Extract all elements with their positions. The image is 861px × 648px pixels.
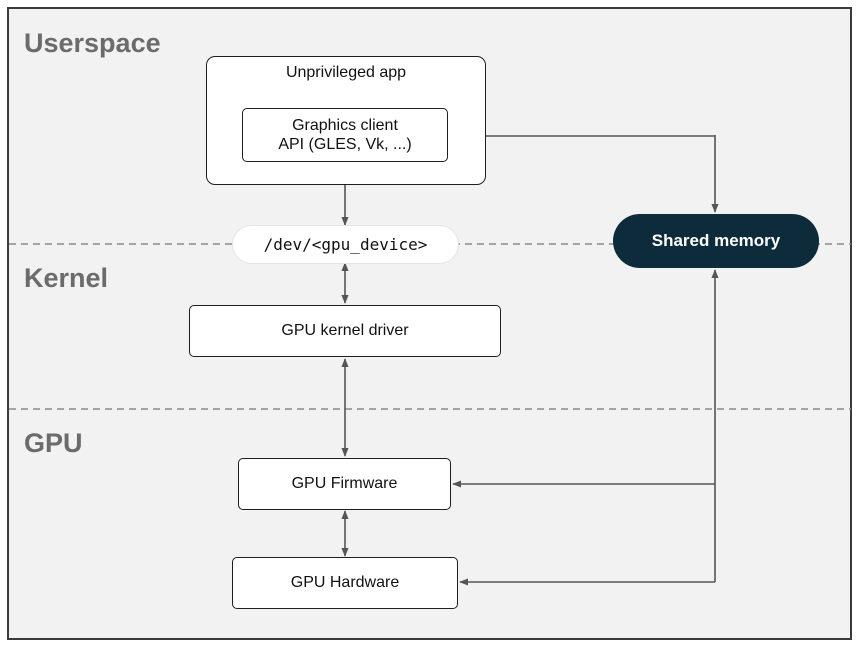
- graphics-client-label-line1: Graphics client: [292, 116, 398, 134]
- gpu-kernel-driver-label: GPU kernel driver: [281, 322, 409, 339]
- layer-label-userspace: Userspace: [24, 28, 161, 58]
- gpu-hardware-box: GPU Hardware: [232, 557, 458, 609]
- unprivileged-app-label: Unprivileged app: [285, 64, 407, 81]
- gpu-firmware-box: GPU Firmware: [238, 458, 451, 510]
- gpu-hardware-label: GPU Hardware: [290, 574, 400, 591]
- gpu-device-node: /dev/<gpu_device>: [233, 226, 458, 263]
- graphics-client-box: Graphics client API (GLES, Vk, ...): [242, 108, 448, 162]
- gpu-device-label: /dev/<gpu_device>: [263, 235, 428, 254]
- gpu-kernel-driver-box: GPU kernel driver: [189, 305, 501, 357]
- shared-memory-label: Shared memory: [651, 231, 781, 250]
- layer-label-kernel: Kernel: [24, 263, 109, 293]
- gpu-firmware-label: GPU Firmware: [291, 475, 398, 492]
- shared-memory-node: Shared memory: [613, 214, 819, 268]
- graphics-client-label-line2: API (GLES, Vk, ...): [278, 136, 412, 153]
- layer-label-gpu: GPU: [24, 428, 83, 458]
